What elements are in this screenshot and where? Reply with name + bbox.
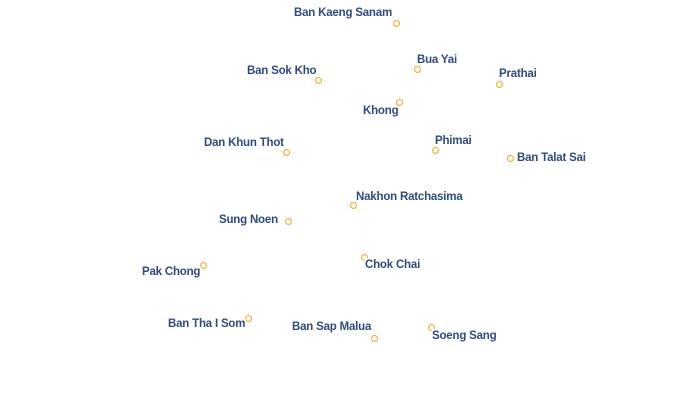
- place-label: Ban Kaeng Sanam: [294, 7, 392, 19]
- place-label: Khong: [363, 105, 399, 117]
- place-marker[interactable]: [370, 334, 378, 342]
- place-label: Soeng Sang: [432, 330, 497, 342]
- place-label: Ban Talat Sai: [517, 152, 586, 164]
- place-label: Nakhon Ratchasima: [356, 191, 463, 203]
- place-label: Ban Sok Kho: [247, 65, 317, 77]
- place-label: Bua Yai: [417, 54, 457, 66]
- place-marker[interactable]: [427, 323, 435, 331]
- place-marker[interactable]: [282, 148, 290, 156]
- place-label: Pak Chong: [142, 266, 201, 278]
- place-marker[interactable]: [349, 201, 357, 209]
- place-label: Phimai: [435, 135, 472, 147]
- place-label: Dan Khun Thot: [204, 137, 284, 149]
- place-marker[interactable]: [314, 76, 322, 84]
- place-marker[interactable]: [395, 98, 403, 106]
- place-marker[interactable]: [199, 261, 207, 269]
- place-label: Prathai: [499, 68, 537, 80]
- place-label: Ban Tha I Som: [168, 318, 246, 330]
- place-marker[interactable]: [495, 80, 503, 88]
- place-label: Ban Sap Malua: [292, 321, 372, 333]
- place-marker[interactable]: [506, 154, 514, 162]
- place-marker[interactable]: [392, 19, 400, 27]
- place-marker[interactable]: [244, 314, 252, 322]
- place-marker[interactable]: [431, 146, 439, 154]
- place-marker[interactable]: [413, 65, 421, 73]
- place-label: Chok Chai: [365, 259, 421, 271]
- place-marker[interactable]: [360, 253, 368, 261]
- place-marker[interactable]: [284, 217, 292, 225]
- place-label: Sung Noen: [219, 214, 278, 226]
